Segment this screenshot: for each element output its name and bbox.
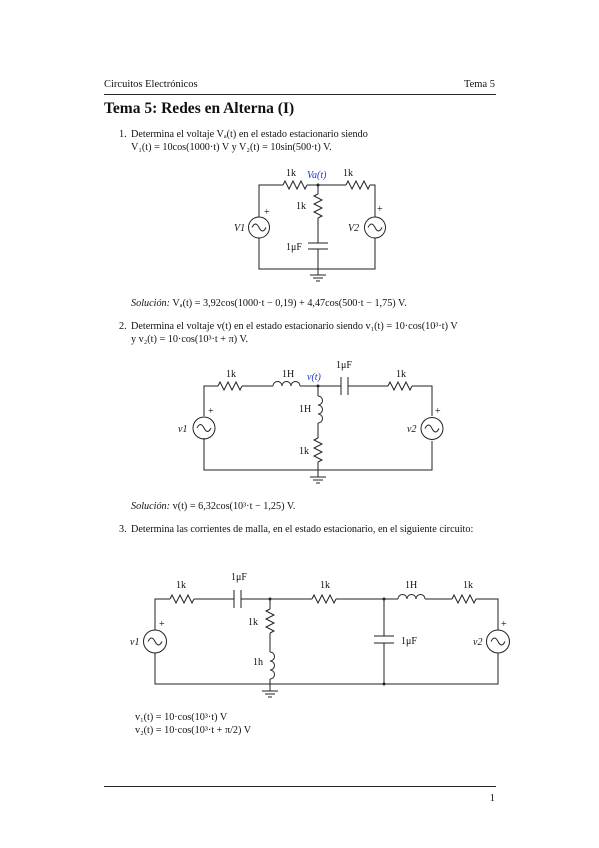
problem-1-line1: Determina el voltaje Vₐ(t) en el estado … xyxy=(131,129,368,140)
c2-src-left-plus: + xyxy=(208,406,214,417)
header-course: Circuitos Electrónicos xyxy=(104,79,198,90)
c2-cap-label: 1μF xyxy=(336,360,352,371)
solution-text: v(t) = 6,32cos(10³·t − 1,25) V. xyxy=(172,501,296,512)
problem-2-solution: Solución: v(t) = 6,32cos(10³·t − 1,25) V… xyxy=(131,500,295,513)
c2-r-mid-label: 1k xyxy=(299,446,309,457)
solution-label: Solución: xyxy=(131,501,171,512)
c3-src-left-plus: + xyxy=(159,619,165,630)
c3-cap-shunt-label: 1μF xyxy=(401,636,417,647)
problem-3-line1: Determina las corrientes de malla, en el… xyxy=(131,524,474,535)
c2-r-left-label: 1k xyxy=(226,369,236,380)
c2-r-right-label: 1k xyxy=(396,369,406,380)
c3-src-right-plus: + xyxy=(501,619,507,630)
c1-r-mid-label: 1k xyxy=(296,201,306,212)
c2-src-right-label: v2 xyxy=(407,424,416,435)
c3-r-shunt-label: 1k xyxy=(248,617,258,628)
solution-label: Solución: xyxy=(131,298,171,309)
c2-ind-mid-label: 1H xyxy=(299,404,311,415)
problem-3-eq1: v₁(t) = 10·cos(10³·t) V xyxy=(135,712,228,723)
c2-src-left-label: v1 xyxy=(178,424,187,435)
c1-r-right-label: 1k xyxy=(343,168,353,179)
c2-src-right-plus: + xyxy=(435,406,441,417)
problem-3-eq2: v₂(t) = 10·cos(10³·t + π/2) V xyxy=(135,725,252,736)
header-topic: Tema 5 xyxy=(463,79,495,90)
c3-cap-top-label: 1μF xyxy=(231,572,247,583)
c1-node-label: Va(t) xyxy=(307,170,327,181)
page-number: 1 xyxy=(489,793,495,804)
problem-2-number: 2. xyxy=(119,321,127,332)
c1-src-left-plus: + xyxy=(264,207,270,218)
footer-rule xyxy=(104,786,496,787)
problem-2-line1: Determina el voltaje v(t) en el estado e… xyxy=(131,321,458,332)
c3-ind-shunt-label: 1h xyxy=(253,657,263,668)
solution-text: Vₐ(t) = 3,92cos(1000·t − 0,19) + 4,47cos… xyxy=(172,298,407,309)
c1-src-left-label: V1 xyxy=(234,223,245,234)
problem-1-solution: Solución: Vₐ(t) = 3,92cos(1000·t − 0,19)… xyxy=(131,297,407,310)
c3-r-left-label: 1k xyxy=(176,580,186,591)
c3-src-left-label: v1 xyxy=(130,637,139,648)
c3-ind-top-label: 1H xyxy=(405,580,417,591)
c2-node-label: v(t) xyxy=(307,372,322,383)
c3-r-right-label: 1k xyxy=(463,580,473,591)
problem-1-line2: V₁(t) = 10cos(1000·t) V y V₂(t) = 10sin(… xyxy=(131,142,332,153)
problem-2-line2: y v₂(t) = 10·cos(10³·t + π) V. xyxy=(131,334,249,345)
problem-3-number: 3. xyxy=(119,524,127,535)
c3-r-center-label: 1k xyxy=(320,580,330,591)
c2-ind-top-label: 1H xyxy=(282,369,294,380)
header-rule xyxy=(104,94,496,95)
c1-cap-label: 1μF xyxy=(286,242,302,253)
c1-src-right-label: V2 xyxy=(348,223,359,234)
c1-src-right-plus: + xyxy=(377,204,383,215)
page-title: Tema 5: Redes en Alterna (I) xyxy=(104,100,295,117)
problem-1-number: 1. xyxy=(119,129,127,140)
c3-src-right-label: v2 xyxy=(473,637,482,648)
c1-r-left-label: 1k xyxy=(286,168,296,179)
